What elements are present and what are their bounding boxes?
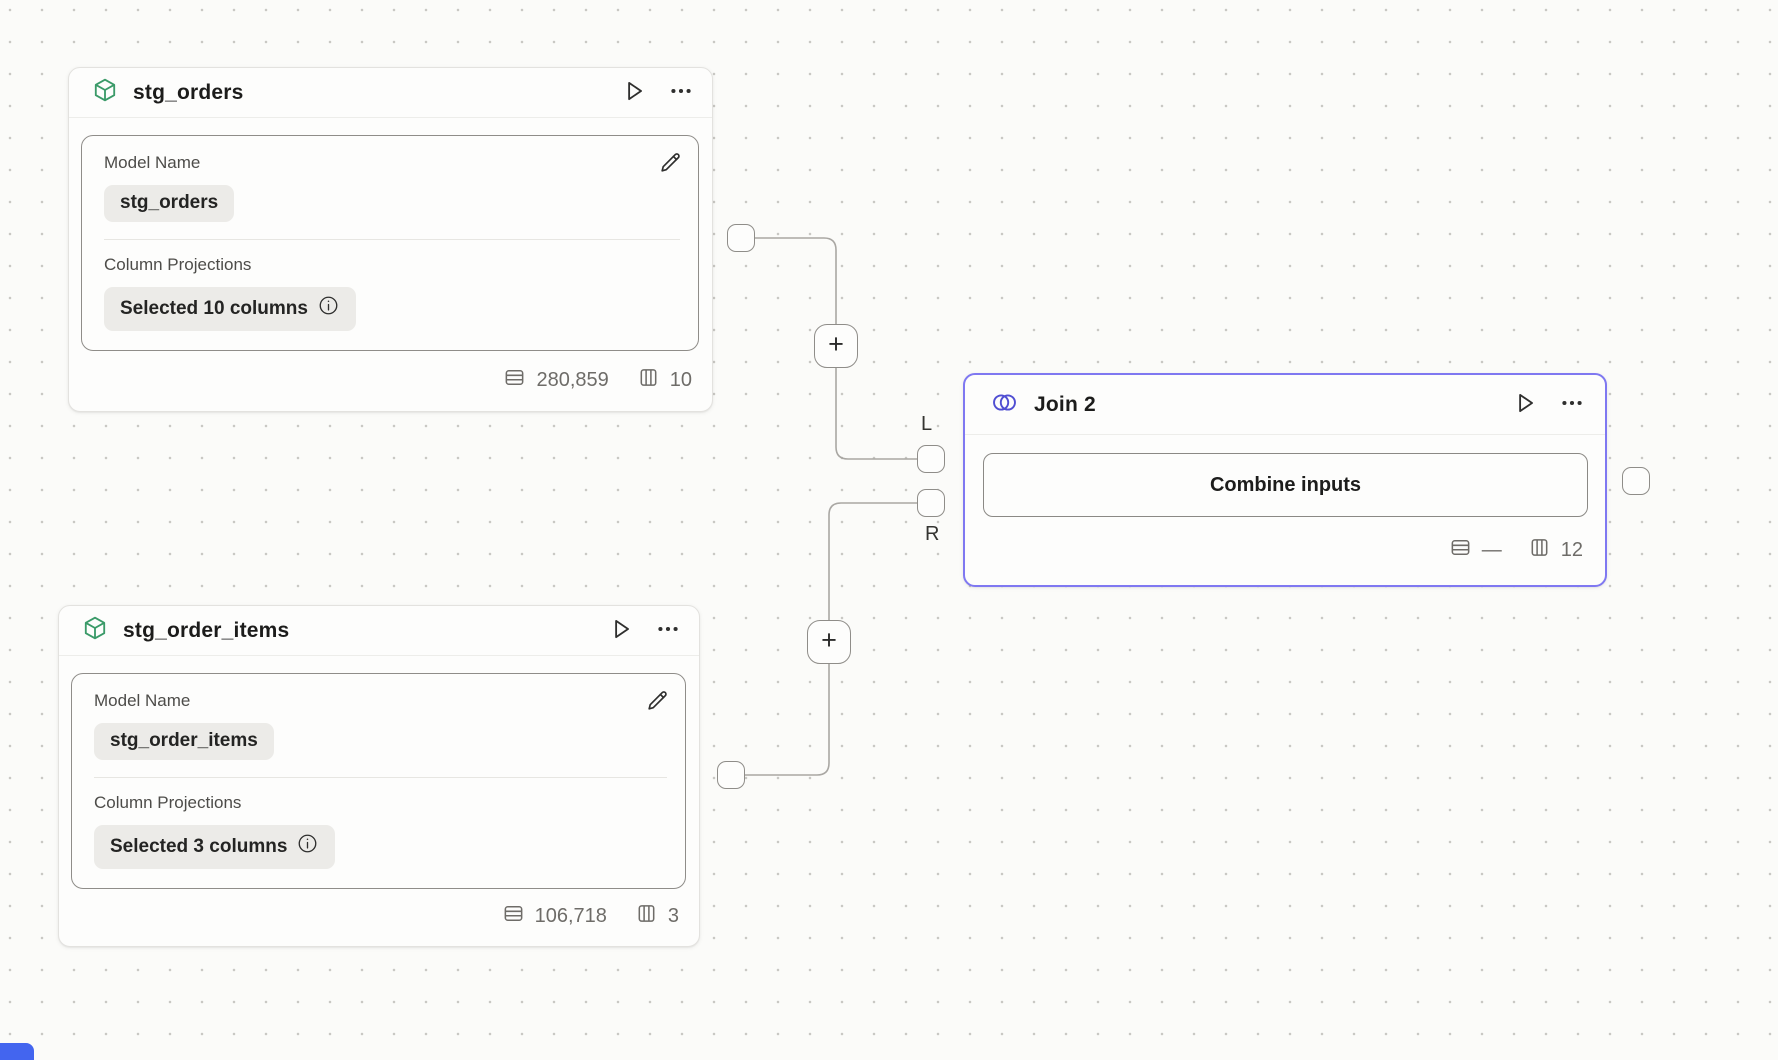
node-title: stg_order_items: [123, 618, 290, 642]
run-node-button[interactable]: [608, 616, 634, 645]
columns-icon: [637, 366, 660, 395]
column-count: 10: [669, 368, 692, 391]
port-label-left: L: [921, 413, 933, 435]
column-projections-value: Selected 10 columns: [120, 297, 308, 319]
edit-model-name-button[interactable]: [645, 688, 670, 716]
join-right-input-port[interactable]: [917, 489, 945, 517]
column-projections-label: Column Projections: [104, 255, 252, 274]
info-icon[interactable]: [296, 832, 319, 861]
node-menu-button[interactable]: [1559, 390, 1585, 419]
node-header: Join 2: [965, 375, 1605, 435]
play-icon: [621, 78, 647, 107]
node-title: stg_orders: [133, 80, 244, 104]
combine-inputs-button[interactable]: Combine inputs: [983, 453, 1588, 517]
ellipsis-icon: [1559, 390, 1585, 419]
node-config-panel: Model Name stg_orders Column Projections…: [81, 135, 699, 351]
output-port-stg-order-items[interactable]: [717, 761, 745, 789]
run-node-button[interactable]: [1512, 390, 1538, 419]
column-count: 12: [1560, 538, 1583, 561]
add-node-on-edge-button-top[interactable]: +: [814, 324, 858, 368]
play-icon: [1512, 390, 1538, 419]
node-stats: 280,859 10: [69, 351, 712, 411]
row-count: 106,718: [534, 905, 607, 927]
column-count: 3: [667, 905, 679, 927]
join-icon: [991, 389, 1018, 421]
divider: [104, 239, 680, 240]
model-name-label: Model Name: [104, 153, 201, 172]
play-icon: [608, 616, 634, 645]
model-name-value: stg_order_items: [110, 730, 258, 751]
node-config-panel: Model Name stg_order_items Column Projec…: [71, 673, 686, 889]
port-label-right: R: [925, 523, 940, 545]
corner-widget[interactable]: [0, 1043, 34, 1060]
row-count-stat: 280,859: [503, 366, 609, 395]
join-output-port[interactable]: [1622, 467, 1650, 495]
column-projections-value: Selected 3 columns: [110, 835, 288, 857]
column-projections-chip[interactable]: Selected 10 columns: [104, 287, 356, 331]
rows-icon: [1449, 536, 1472, 565]
node-stats: — 12: [965, 517, 1605, 585]
node-header: stg_order_items: [59, 606, 699, 656]
run-node-button[interactable]: [621, 78, 647, 107]
column-projections-chip[interactable]: Selected 3 columns: [94, 825, 336, 869]
node-menu-button[interactable]: [655, 616, 681, 645]
columns-icon: [1528, 536, 1551, 565]
row-count: 280,859: [536, 368, 609, 391]
pencil-icon: [658, 150, 683, 178]
row-count-stat: —: [1449, 536, 1502, 565]
node-stats: 106,718 3: [59, 889, 699, 946]
row-count-stat: 106,718: [502, 902, 607, 931]
pencil-icon: [645, 688, 670, 716]
column-count-stat: 10: [637, 366, 692, 395]
node-title: Join 2: [1034, 392, 1096, 416]
edit-model-name-button[interactable]: [658, 150, 683, 178]
node-join-2[interactable]: Join 2 Combine inputs: [963, 373, 1607, 587]
join-left-input-port[interactable]: [917, 445, 945, 473]
node-header: stg_orders: [69, 68, 712, 118]
add-node-on-edge-button-bottom[interactable]: +: [807, 620, 851, 664]
cube-icon: [82, 615, 108, 646]
output-port-stg-orders[interactable]: [727, 224, 755, 252]
model-name-chip: stg_orders: [104, 185, 235, 222]
cube-icon: [92, 77, 118, 108]
divider: [94, 777, 667, 778]
node-stg-orders[interactable]: stg_orders: [68, 67, 713, 412]
row-count: —: [1481, 538, 1502, 561]
ellipsis-icon: [668, 78, 694, 107]
column-projections-label: Column Projections: [94, 793, 242, 812]
rows-icon: [502, 902, 525, 931]
model-name-value: stg_orders: [120, 192, 219, 213]
model-name-label: Model Name: [94, 691, 191, 710]
column-count-stat: 12: [1528, 536, 1583, 565]
node-stg-order-items[interactable]: stg_order_items: [58, 605, 700, 947]
info-icon[interactable]: [317, 294, 340, 323]
rows-icon: [503, 366, 526, 395]
columns-icon: [635, 902, 658, 931]
model-name-chip: stg_order_items: [94, 723, 274, 760]
column-count-stat: 3: [635, 902, 679, 931]
ellipsis-icon: [655, 616, 681, 645]
node-menu-button[interactable]: [668, 78, 694, 107]
